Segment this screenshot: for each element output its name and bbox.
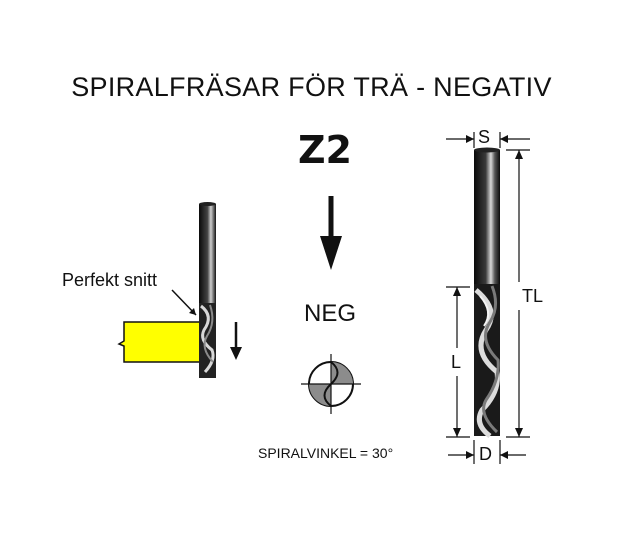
diagram-title: SPIRALFRÄSAR FÖR TRÄ - NEGATIV [71,72,552,102]
spiral-angle-label: SPIRALVINKEL = 30° [258,445,394,461]
direction-label: NEG [304,300,357,327]
diameter-dimension [448,440,526,464]
small-bit-flutes [199,303,216,378]
cutting-length-dimension-label: L [451,352,462,372]
feed-arrow-icon [230,322,242,360]
down-arrow-icon [320,196,342,270]
bit-flutes [474,284,500,438]
cross-section-icon [301,354,361,414]
shank-dimension [446,132,530,148]
flutes-label: Z2 [298,128,352,172]
cutting-length-dimension [446,286,470,438]
shank-dimension-label: S [478,127,491,147]
total-length-dimension-label: TL [522,286,544,306]
diameter-dimension-label: D [479,444,492,464]
bit-shank [474,150,500,285]
small-bit-shank [199,204,216,304]
workpiece [117,321,208,363]
total-length-dimension [506,149,530,438]
router-bit-drawing [446,132,530,464]
cut-quality-label: Perfekt snitt [62,270,158,290]
cutting-illustration [117,202,242,378]
